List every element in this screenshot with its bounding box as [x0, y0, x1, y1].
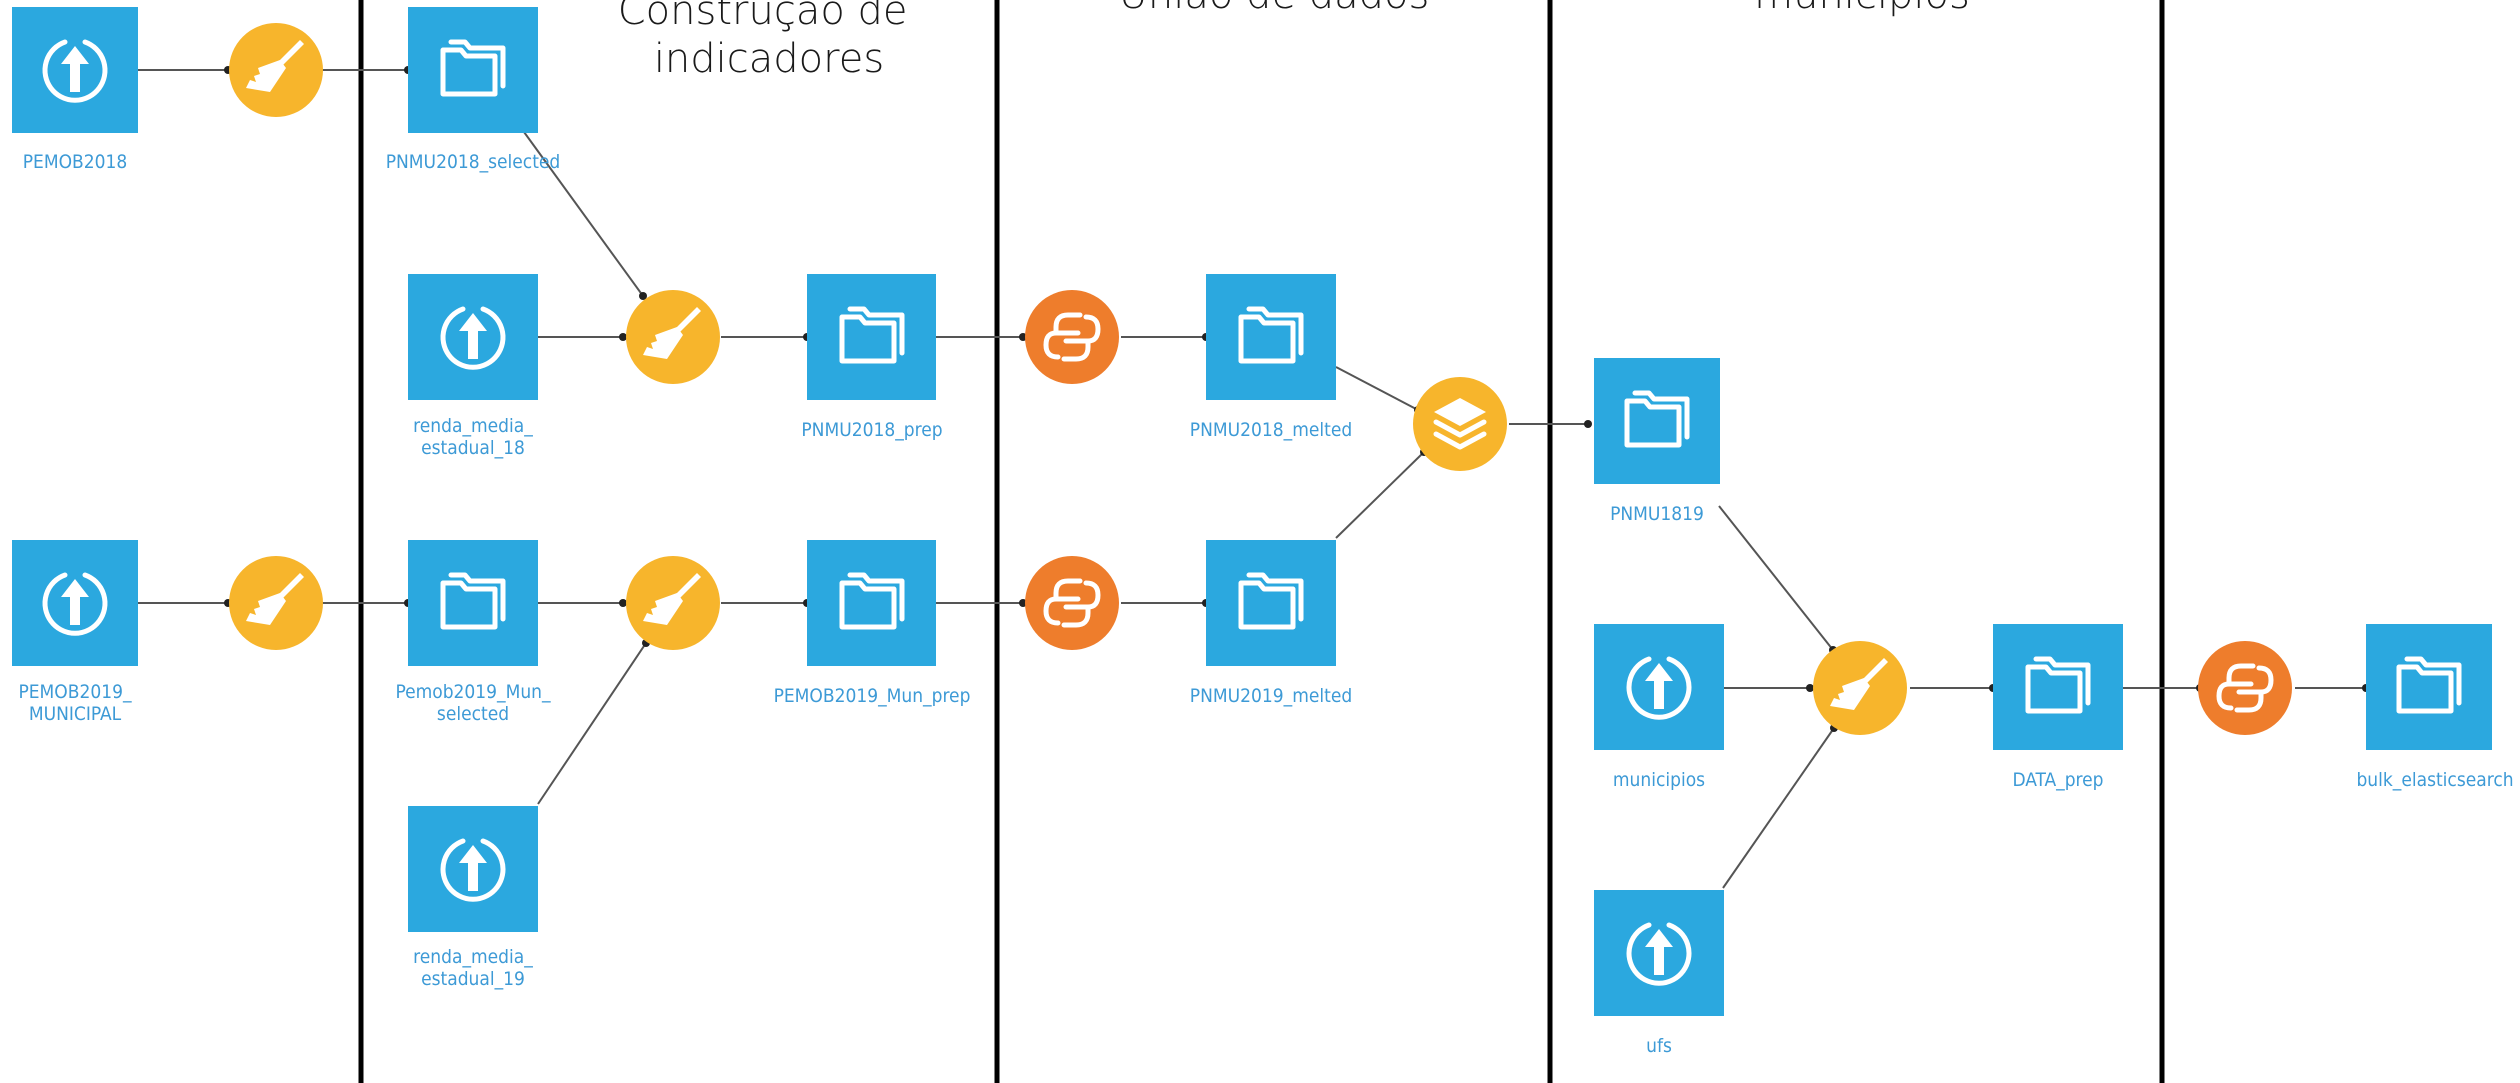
- flow-edge: [523, 131, 644, 297]
- dataset-label: DATA_prep: [2012, 769, 2103, 791]
- dataset-label: PNMU2018_selected: [386, 151, 561, 173]
- dataset-pemob2019-mun-prep[interactable]: PEMOB2019_Mun_prep: [774, 540, 971, 707]
- dataset-label: PNMU2019_melted: [1190, 685, 1352, 707]
- dataset-data-prep[interactable]: DATA_prep: [1993, 624, 2123, 791]
- dataset-label: PEMOB2018: [23, 151, 128, 173]
- dataset-label: PNMU1819: [1610, 503, 1704, 525]
- dataset-label: municipios: [1613, 769, 1705, 791]
- edge-port: [619, 599, 627, 607]
- dataset-renda-media-estadual-18[interactable]: renda_media_estadual_18: [408, 274, 538, 459]
- edge-port: [1806, 684, 1814, 692]
- label-line: renda_media_: [413, 946, 533, 968]
- dataset-label: PNMU2018_melted: [1190, 419, 1352, 441]
- dataset-label: PEMOB2019_MUNICIPAL: [18, 681, 132, 725]
- recipe-python-1[interactable]: [1025, 290, 1119, 384]
- recipe-prepare-5[interactable]: [1813, 641, 1907, 735]
- recipe-python-3[interactable]: [2198, 641, 2292, 735]
- label-line: estadual_18: [421, 437, 525, 459]
- dataset-tile[interactable]: [1206, 274, 1336, 400]
- label-line: selected: [437, 703, 509, 725]
- dataset-tile[interactable]: [408, 7, 538, 133]
- flow-edge: [537, 642, 647, 805]
- dataset-label: PEMOB2019_Mun_prep: [774, 685, 971, 707]
- dataset-pemob2018[interactable]: PEMOB2018: [12, 7, 138, 173]
- edge-port: [619, 333, 627, 341]
- recipe-prepare-1[interactable]: [229, 23, 323, 117]
- dataset-label: ufs: [1646, 1035, 1672, 1057]
- dataset-tile[interactable]: [807, 540, 936, 666]
- dataset-renda-media-estadual-19[interactable]: renda_media_estadual_19: [408, 806, 538, 990]
- dataset-pemob2019-mun-selected[interactable]: Pemob2019_Mun_selected: [395, 540, 551, 725]
- edge-port: [1019, 333, 1027, 341]
- dataset-tile[interactable]: [1206, 540, 1336, 666]
- recipe-circle[interactable]: [1025, 556, 1119, 650]
- recipe-circle[interactable]: [2198, 641, 2292, 735]
- dataset-tile[interactable]: [408, 540, 538, 666]
- label-line: MUNICIPAL: [29, 703, 122, 725]
- section-title-union: União de dados: [1119, 0, 1430, 18]
- dataset-label: PNMU2018_prep: [801, 419, 942, 441]
- dataset-label: renda_media_estadual_18: [413, 415, 533, 459]
- dataset-tile[interactable]: [807, 274, 936, 400]
- recipe-stack[interactable]: [1413, 377, 1507, 471]
- dataset-label: bulk_elasticsearch: [2356, 769, 2513, 791]
- label-line: renda_media_: [413, 415, 533, 437]
- dataset-pnmu1819[interactable]: PNMU1819: [1594, 358, 1720, 525]
- dataset-municipios[interactable]: municipios: [1594, 624, 1724, 791]
- dataset-ufs[interactable]: ufs: [1594, 890, 1724, 1057]
- label-line: PEMOB2019_: [18, 681, 132, 703]
- flow-edge: [1718, 505, 1834, 651]
- dataset-label: Pemob2019_Mun_selected: [395, 681, 551, 725]
- recipe-python-2[interactable]: [1025, 556, 1119, 650]
- flow-edge: [1335, 366, 1419, 411]
- section-title-indicators: Construção de indicadores: [618, 0, 920, 82]
- recipe-circle[interactable]: [1025, 290, 1119, 384]
- dataset-bulk-elasticsearch[interactable]: bulk_elasticsearch: [2356, 624, 2514, 791]
- section-title-line: indicadores: [654, 36, 884, 82]
- dataset-tile[interactable]: [2366, 624, 2492, 750]
- recipe-prepare-4[interactable]: [626, 556, 720, 650]
- dataset-pemob2019-municipal[interactable]: PEMOB2019_MUNICIPAL: [12, 540, 138, 725]
- flow-edge: [1722, 727, 1835, 889]
- dataset-pnmu2018-prep[interactable]: PNMU2018_prep: [801, 274, 943, 441]
- flow-edge: [1335, 451, 1425, 539]
- label-line: Pemob2019_Mun_: [395, 681, 551, 703]
- flow-edges: [138, 69, 2366, 889]
- dataset-pnmu2018-melted[interactable]: PNMU2018_melted: [1190, 274, 1352, 441]
- edge-port: [1584, 420, 1592, 428]
- dataset-tile[interactable]: [1594, 358, 1720, 484]
- recipe-prepare-2[interactable]: [626, 290, 720, 384]
- dataset-pnmu2019-melted[interactable]: PNMU2019_melted: [1190, 540, 1352, 707]
- label-line: estadual_19: [421, 968, 525, 990]
- section-title-line: Construção de: [618, 0, 908, 34]
- edge-port: [639, 292, 647, 300]
- recipe-prepare-3[interactable]: [229, 556, 323, 650]
- dataset-tile[interactable]: [1993, 624, 2123, 750]
- section-title-municipalities: municípios: [1754, 0, 1970, 18]
- edge-port: [1019, 599, 1027, 607]
- dataset-label: renda_media_estadual_19: [413, 946, 533, 990]
- dataset-pnmu2018-selected[interactable]: PNMU2018_selected: [386, 7, 561, 173]
